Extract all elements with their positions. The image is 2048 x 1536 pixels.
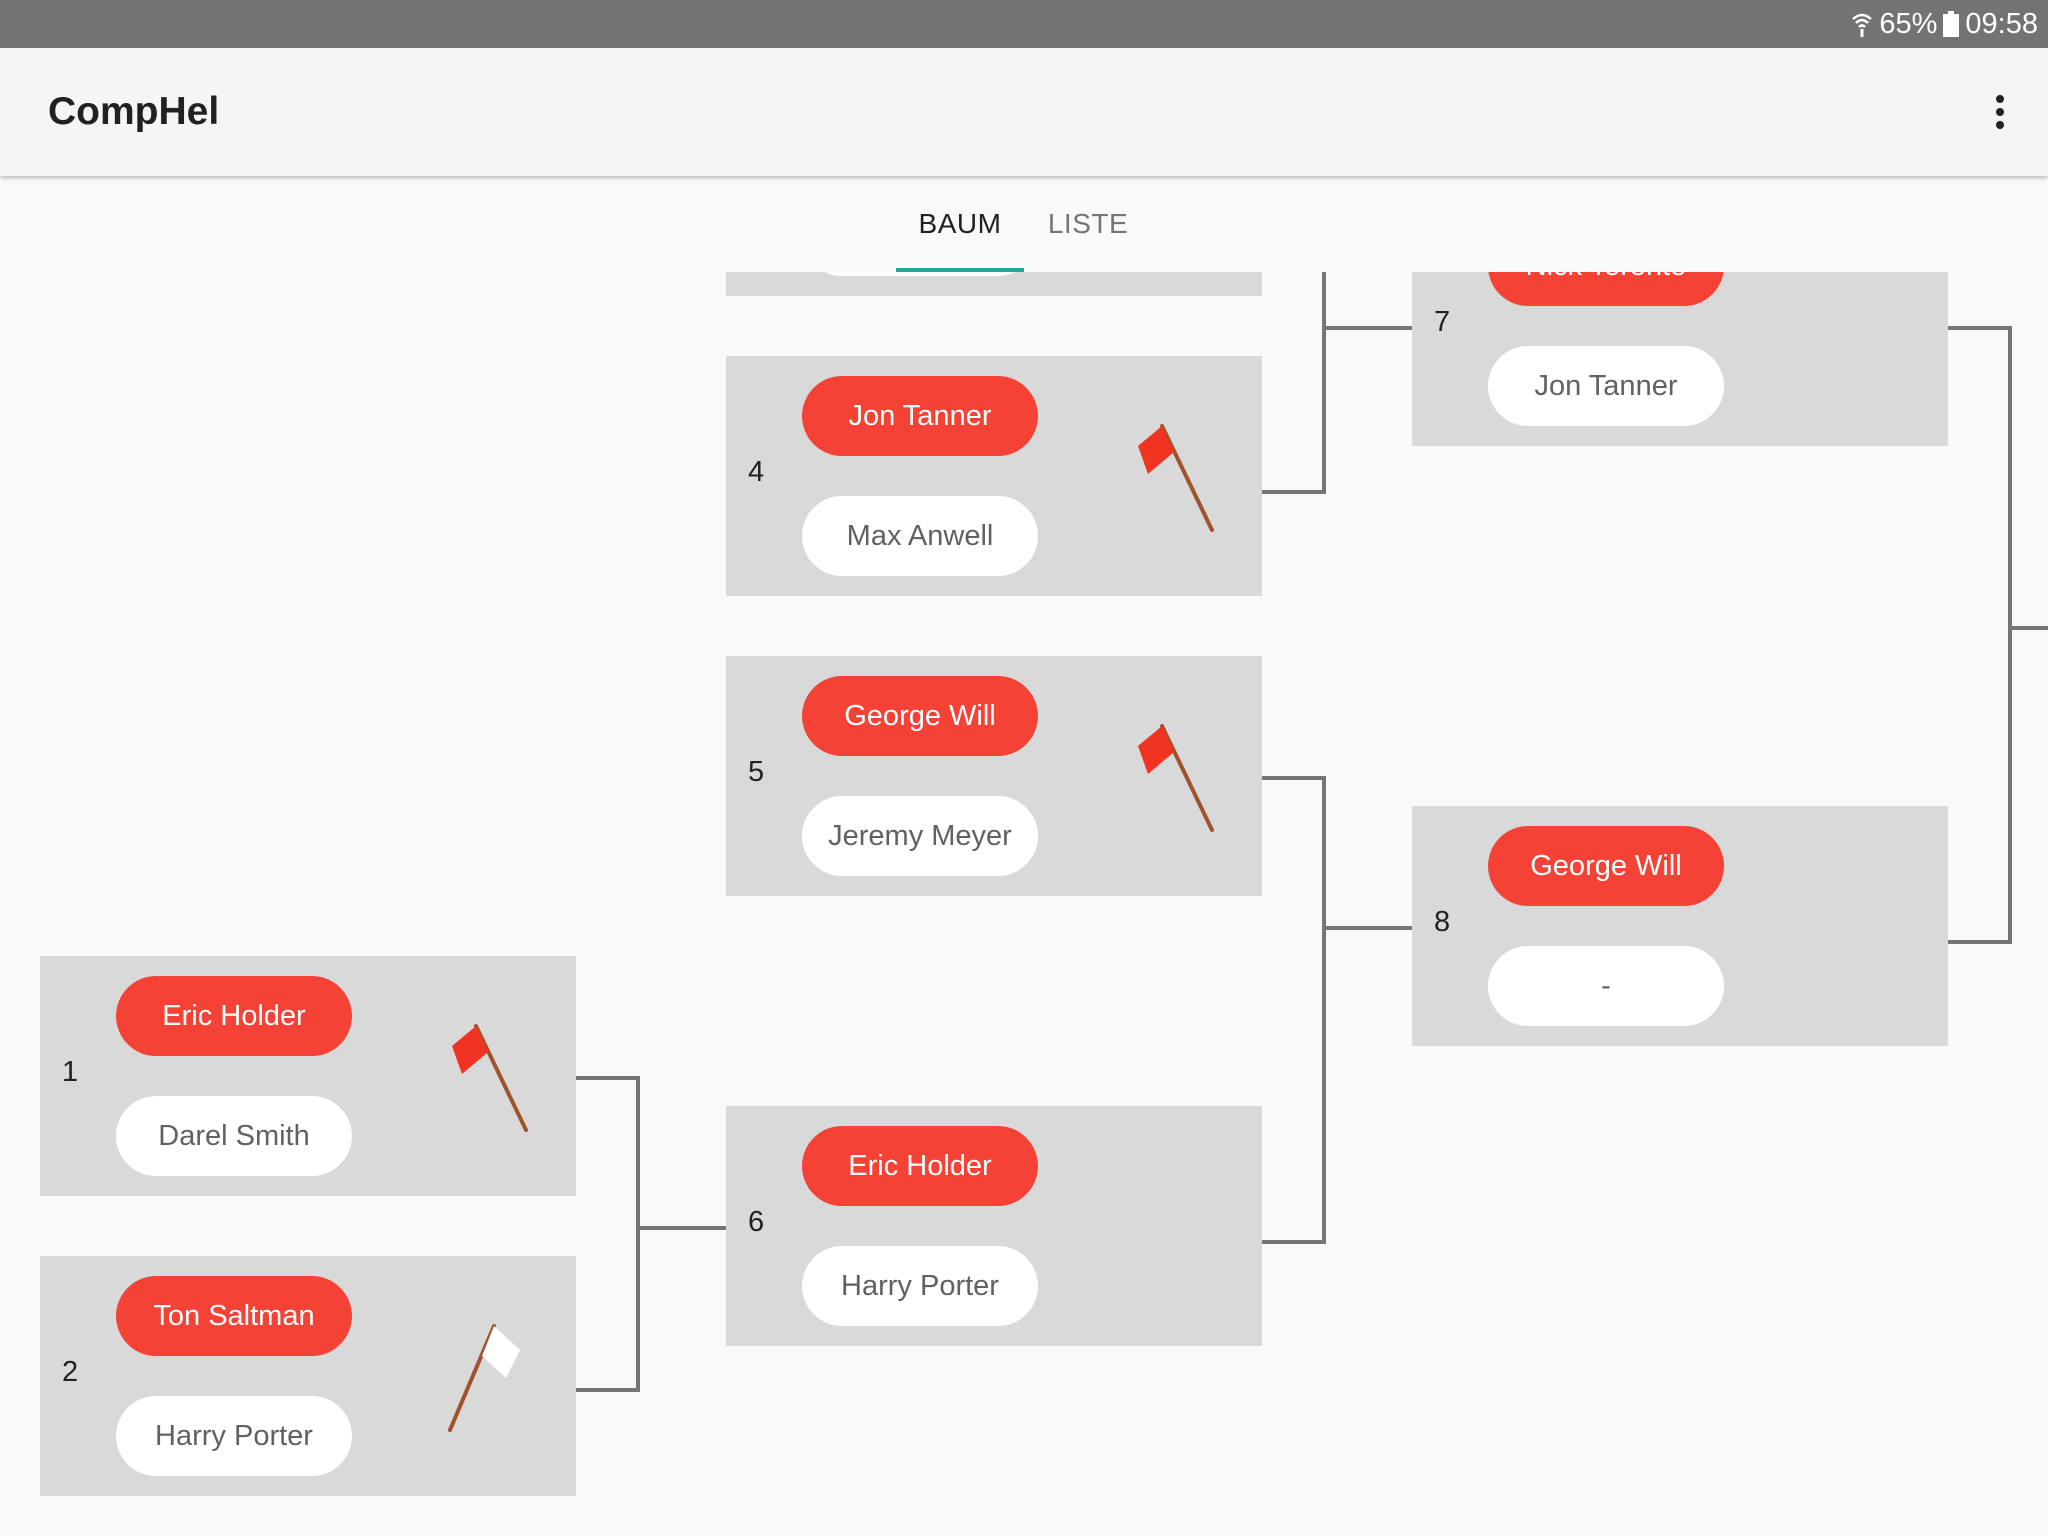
red-flag-icon [452,1024,528,1132]
bracket-connector [1322,776,1326,1244]
winner-pill[interactable]: Ton Saltman [116,1276,352,1356]
match-number: 8 [1434,906,1451,938]
battery-icon [1943,11,1960,37]
winner-pill[interactable]: George Will [802,676,1038,756]
match-card-7[interactable]: 7 Nick Toronto Jon Tanner [1412,272,1948,446]
player2-pill [802,272,1038,276]
winner-pill[interactable]: Nick Toronto [1488,272,1724,306]
bracket-connector [576,1388,640,1392]
bracket-connector [1948,326,2012,330]
battery-percentage: 65% [1879,7,1938,40]
match-number: 5 [748,756,765,788]
red-flag-icon [1138,724,1214,832]
player2-pill[interactable]: Darel Smith [116,1096,352,1176]
bracket-connector [1262,776,1326,780]
bracket-tree: 1 Eric Holder Darel Smith 2 Ton Saltman … [0,272,2048,1536]
bracket-connector [1948,940,2012,944]
clock: 09:58 [1965,7,2038,40]
match-card-1[interactable]: 1 Eric Holder Darel Smith [40,956,576,1196]
tab-indicator [896,268,1024,272]
match-number: 2 [62,1356,79,1388]
match-card-5[interactable]: 5 George Will Jeremy Meyer [726,656,1262,896]
match-card-3[interactable] [726,272,1262,296]
status-indicators: 65% 09:58 [1851,0,2038,48]
bracket-connector [1322,926,1412,930]
more-vert-icon [1996,95,2004,129]
match-number: 1 [62,1056,79,1088]
player2-pill[interactable]: Max Anwell [802,496,1038,576]
tab-baum[interactable]: BAUM [918,208,1002,239]
player2-pill[interactable]: Harry Porter [802,1246,1038,1326]
match-number: 6 [748,1206,765,1238]
tab-bar: BAUM LISTE [0,176,2048,272]
bracket-connector [636,1076,640,1392]
red-flag-icon [1138,424,1214,532]
bracket-connector [2008,626,2048,630]
match-card-6[interactable]: 6 Eric Holder Harry Porter [726,1106,1262,1346]
bracket-connector [1262,1240,1326,1244]
player2-pill[interactable]: Harry Porter [116,1396,352,1476]
white-flag-icon [448,1324,520,1432]
bracket-connector [636,1226,726,1230]
bracket-connector [576,1076,640,1080]
tab-liste[interactable]: LISTE [1047,208,1129,239]
app-title: CompHel [48,90,220,133]
bracket-connector [1322,272,1326,494]
match-card-8[interactable]: 8 George Will - [1412,806,1948,1046]
bracket-connector [1262,490,1326,494]
app-bar: CompHel [0,48,2048,176]
winner-pill[interactable]: Eric Holder [802,1126,1038,1206]
bracket-connector [1322,326,1412,330]
bracket-connector [2008,326,2012,944]
winner-pill[interactable]: Eric Holder [116,976,352,1056]
player2-pill[interactable]: Jon Tanner [1488,346,1724,426]
player2-pill[interactable]: Jeremy Meyer [802,796,1038,876]
match-number: 7 [1434,306,1451,338]
player2-pill[interactable]: - [1488,946,1724,1026]
wifi-icon [1852,13,1873,37]
match-number: 4 [748,456,765,488]
status-bar: 65% 09:58 [0,0,2048,48]
winner-pill[interactable]: George Will [1488,826,1724,906]
match-card-2[interactable]: 2 Ton Saltman Harry Porter [40,1256,576,1496]
overflow-menu-button[interactable] [1972,84,2028,140]
winner-pill[interactable]: Jon Tanner [802,376,1038,456]
match-card-4[interactable]: 4 Jon Tanner Max Anwell [726,356,1262,596]
